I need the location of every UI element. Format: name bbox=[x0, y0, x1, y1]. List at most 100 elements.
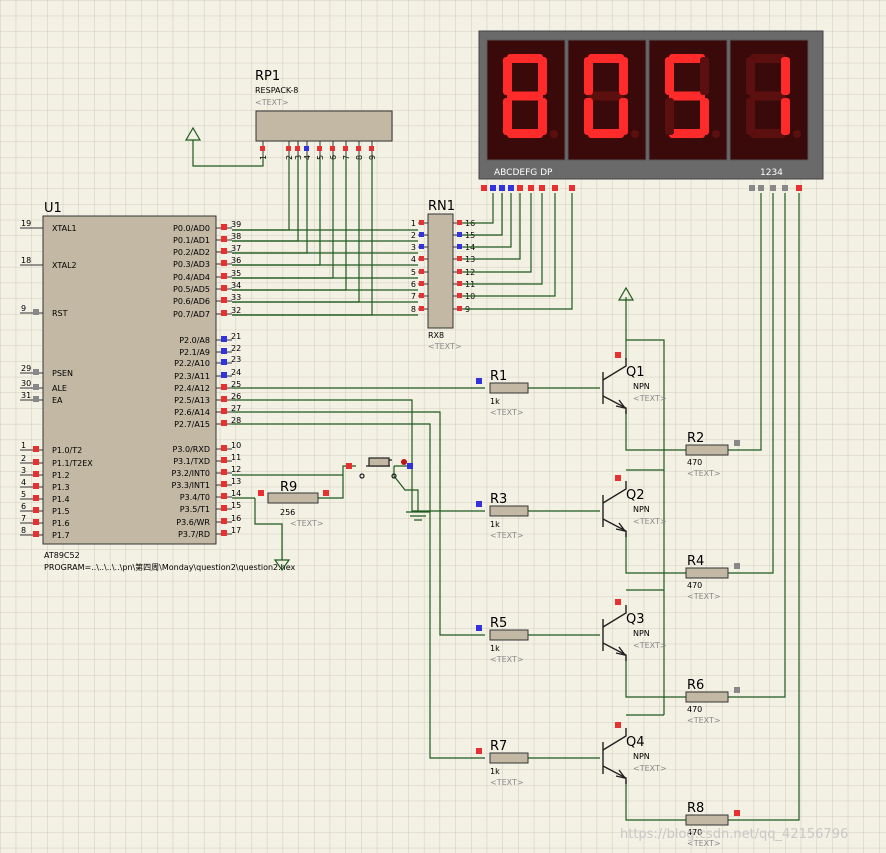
rn1-pin-marker bbox=[457, 220, 462, 225]
u1-pin-marker bbox=[221, 372, 227, 378]
u1-pin-marker bbox=[221, 348, 227, 354]
segment-label: ABCDEFG DP bbox=[494, 168, 553, 178]
u1-pin-number: 27 bbox=[231, 404, 241, 413]
rn1-left-pin-number: 7 bbox=[411, 292, 416, 301]
rp1-pin-marker bbox=[286, 146, 291, 151]
u1-pin-number: 4 bbox=[21, 478, 26, 487]
u1-pin-marker bbox=[33, 384, 39, 390]
display-seg-pin bbox=[539, 185, 545, 191]
segment-f bbox=[746, 57, 755, 95]
push-button[interactable] bbox=[346, 457, 413, 479]
collector-resistor-ref[interactable]: R8 bbox=[687, 801, 704, 816]
u1-pin-number: 23 bbox=[231, 355, 241, 364]
rn1-left-pin-number: 6 bbox=[411, 280, 416, 289]
base-resistor-ref[interactable]: R7 bbox=[490, 739, 507, 754]
transistor-ref: Q4 bbox=[626, 735, 645, 750]
r9-resistor[interactable]: R9 256 <TEXT> bbox=[258, 480, 329, 528]
collector-resistor-body[interactable] bbox=[685, 814, 729, 826]
u1-microcontroller[interactable]: U1 19XTAL118XTAL29RST29PSEN30ALE31EA1P1.… bbox=[20, 201, 296, 572]
segment-f bbox=[584, 57, 593, 95]
display-digits bbox=[486, 39, 809, 161]
u1-pin-name: P3.6/WR bbox=[176, 518, 210, 527]
collector-resistor-ref[interactable]: R4 bbox=[687, 554, 704, 569]
u1-pin-name: P2.5/A13 bbox=[174, 396, 210, 405]
u1-pin-marker bbox=[221, 396, 227, 402]
u1-pin-name: P0.7/AD7 bbox=[173, 310, 210, 319]
base-resistor-ref[interactable]: R3 bbox=[490, 492, 507, 507]
rn1-pin-marker bbox=[457, 293, 462, 298]
segment-b bbox=[700, 57, 709, 95]
base-resistor-text: <TEXT> bbox=[490, 531, 524, 540]
u1-pin-name: P1.7 bbox=[52, 531, 70, 540]
base-resistor-value: 1k bbox=[490, 644, 500, 653]
base-resistor-text: <TEXT> bbox=[490, 408, 524, 417]
base-resistor-ref[interactable]: R1 bbox=[490, 369, 507, 384]
base-resistor-body[interactable] bbox=[489, 629, 529, 641]
collector-resistor-value: 470 bbox=[687, 458, 702, 467]
base-resistor-body[interactable] bbox=[489, 505, 529, 517]
transistor-q3[interactable] bbox=[602, 605, 627, 661]
base-resistor-body[interactable] bbox=[489, 752, 529, 764]
wires bbox=[192, 140, 800, 821]
rn1-left-pin-number: 8 bbox=[411, 305, 416, 314]
rn1-pin-marker bbox=[457, 281, 462, 286]
collector-resistor-value: 470 bbox=[687, 581, 702, 590]
u1-pin-marker bbox=[221, 408, 227, 414]
collector-resistor-body[interactable] bbox=[685, 567, 729, 579]
transistor-type: NPN bbox=[633, 505, 650, 514]
transistor-collector bbox=[602, 605, 627, 628]
rp1-value: RESPACK-8 bbox=[255, 86, 298, 95]
seven-segment-display[interactable]: ABCDEFG DP 1234 bbox=[478, 30, 824, 191]
base-resistor-ref[interactable]: R5 bbox=[490, 616, 507, 631]
u1-part: AT89C52 bbox=[44, 551, 80, 560]
transistor-pin bbox=[615, 475, 621, 481]
u1-pin-number: 19 bbox=[21, 219, 31, 228]
u1-pin-number: 8 bbox=[21, 526, 26, 535]
u1-pin-number: 6 bbox=[21, 502, 26, 511]
transistor-q2[interactable] bbox=[602, 481, 627, 537]
rp1-body bbox=[255, 110, 393, 142]
segment-d bbox=[750, 129, 786, 138]
transistor-q4[interactable] bbox=[602, 728, 627, 784]
collector-resistor-body[interactable] bbox=[685, 444, 729, 456]
collector-resistor-ref[interactable]: R2 bbox=[687, 431, 704, 446]
base-resistor-body[interactable] bbox=[489, 382, 529, 394]
u1-pin-marker bbox=[221, 384, 227, 390]
display-seg-pin bbox=[499, 185, 505, 191]
transistor-type: NPN bbox=[633, 629, 650, 638]
r9-pin bbox=[323, 490, 329, 496]
transistor-q1[interactable] bbox=[602, 358, 627, 414]
u1-pin-marker bbox=[221, 273, 227, 279]
u1-pin-number: 29 bbox=[21, 364, 31, 373]
display-digit-pin bbox=[770, 185, 776, 191]
u1-pin-marker bbox=[221, 224, 227, 230]
base-resistor-pin bbox=[476, 378, 482, 384]
u1-pin-marker bbox=[33, 309, 39, 315]
u1-pin-marker bbox=[221, 493, 227, 499]
u1-pin-number: 26 bbox=[231, 392, 241, 401]
u1-pin-name: P1.2 bbox=[52, 471, 70, 480]
u1-pin-marker bbox=[221, 310, 227, 316]
u1-pin-number: 5 bbox=[21, 490, 26, 499]
digit-label: 1234 bbox=[760, 168, 783, 178]
r9-body bbox=[267, 492, 319, 504]
transistor-pin bbox=[615, 722, 621, 728]
u1-pin-number: 28 bbox=[231, 416, 241, 425]
u1-pin-number: 2 bbox=[21, 454, 26, 463]
segment-a bbox=[669, 54, 705, 63]
u1-pin-marker bbox=[221, 469, 227, 475]
u1-pin-name: P2.2/A10 bbox=[174, 359, 210, 368]
collector-resistor-body[interactable] bbox=[685, 691, 729, 703]
r9-value: 256 bbox=[280, 508, 295, 517]
collector-resistor-text: <TEXT> bbox=[687, 469, 721, 478]
display-pins bbox=[481, 185, 802, 191]
base-resistor-pin bbox=[476, 748, 482, 754]
segment-e bbox=[584, 98, 593, 135]
collector-resistor-ref[interactable]: R6 bbox=[687, 678, 704, 693]
segment-g bbox=[507, 91, 543, 101]
